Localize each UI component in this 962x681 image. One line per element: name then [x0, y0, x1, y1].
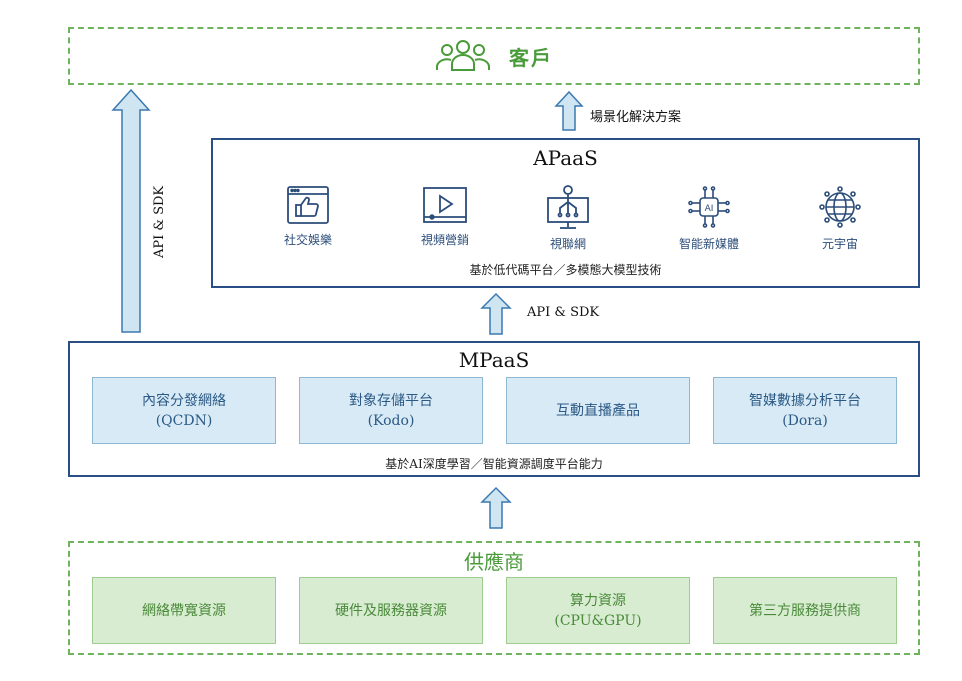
- svg-text:AI: AI: [705, 204, 714, 214]
- apaas-item-social: 社交娛樂: [253, 184, 363, 248]
- customer-box: 客戶: [68, 27, 920, 85]
- apaas-item-ai-media: AI 智能新媒體: [654, 184, 764, 252]
- customer-label: 客戶: [509, 45, 553, 70]
- apaas-item-video: 視頻營銷: [390, 184, 500, 248]
- supplier-card-third-party: 第三方服務提供商: [713, 577, 897, 644]
- mpaas-footnote: 基於AI深度學習／智能資源調度平台能力: [385, 457, 603, 471]
- thumbs-up-browser-icon: [253, 184, 363, 226]
- mpaas-box: MPaaS 內容分發網絡 (QCDN) 對象存儲平台 (Kodo) 互動直播產品…: [68, 341, 920, 477]
- apaas-title: APaaS: [533, 146, 598, 170]
- apaas-item-iov: 視聯網: [513, 184, 623, 252]
- scene-solution-arrow: [554, 90, 584, 131]
- people-group-icon: [435, 36, 491, 76]
- apaas-item-label: 視頻營銷: [420, 233, 469, 247]
- apaas-footnote: 基於低代碼平台／多模態大模型技術: [469, 263, 662, 277]
- apaas-item-label: 智能新媒體: [678, 237, 739, 251]
- apaas-item-label: 元宇宙: [821, 237, 858, 251]
- api-sdk-middle-label: API & SDK: [527, 305, 600, 320]
- card-line1: 硬件及服務器資源: [335, 602, 447, 619]
- card-line1: 內容分發網絡: [142, 392, 226, 409]
- card-line2: (QCDN): [155, 412, 213, 429]
- card-line2: (Kodo): [367, 412, 415, 429]
- mpaas-card-live: 互動直播產品: [506, 377, 690, 444]
- supplier-card-hardware: 硬件及服務器資源: [299, 577, 483, 644]
- supplier-card-compute: 算力資源 (CPU&GPU): [506, 577, 690, 644]
- supplier-up-arrow: [480, 486, 512, 529]
- mpaas-card-kodo: 對象存儲平台 (Kodo): [299, 377, 483, 444]
- card-line1: 對象存儲平台: [349, 392, 433, 409]
- supplier-box: 供應商 網絡帶寬資源 硬件及服務器資源 算力資源 (CPU&GPU) 第三方服務…: [68, 541, 920, 655]
- apaas-item-metaverse: 元宇宙: [785, 184, 895, 252]
- card-line2: (Dora): [782, 412, 828, 429]
- globe-network-icon: [785, 184, 895, 230]
- supplier-title: 供應商: [464, 550, 524, 574]
- ai-chip-icon: AI: [654, 184, 764, 230]
- api-sdk-vertical-arrow: [111, 88, 151, 333]
- apaas-item-label: 視聯網: [549, 237, 586, 251]
- card-line2: (CPU&GPU): [554, 612, 642, 629]
- mpaas-title: MPaaS: [458, 348, 530, 372]
- card-line1: 互動直播產品: [556, 402, 640, 419]
- mpaas-card-qcdn: 內容分發網絡 (QCDN): [92, 377, 276, 444]
- scene-solution-label: 場景化解決方案: [590, 110, 682, 125]
- card-line1: 智媒數據分析平台: [749, 392, 861, 409]
- connected-monitor-icon: [513, 184, 623, 230]
- card-line1: 第三方服務提供商: [749, 602, 861, 619]
- supplier-card-bandwidth: 網絡帶寬資源: [92, 577, 276, 644]
- apaas-item-label: 社交娛樂: [283, 233, 332, 247]
- card-line1: 網絡帶寬資源: [142, 602, 226, 619]
- video-player-icon: [390, 184, 500, 226]
- card-line1: 算力資源: [570, 592, 626, 609]
- api-sdk-vertical-label: API & SDK: [152, 185, 167, 258]
- apaas-box: APaaS 社交娛樂: [211, 138, 920, 288]
- mpaas-card-dora: 智媒數據分析平台 (Dora): [713, 377, 897, 444]
- api-sdk-middle-arrow: [480, 292, 512, 335]
